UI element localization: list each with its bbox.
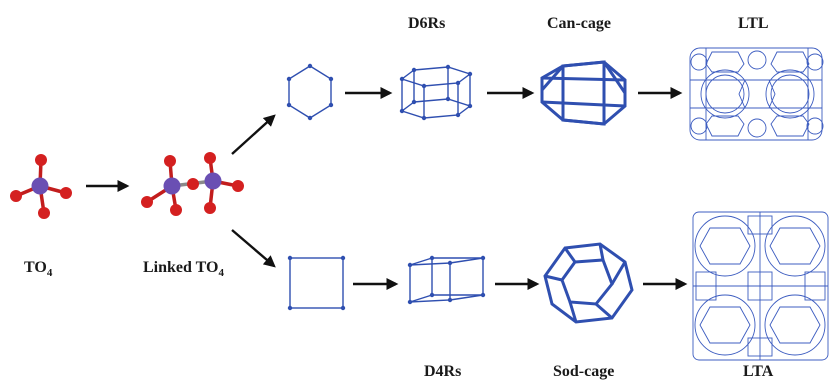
linked-to4-label: Linked TO4 (143, 259, 224, 279)
six-ring (286, 63, 334, 121)
sod-cage-label: Sod-cage (553, 363, 614, 380)
d4rs-label: D4Rs (424, 363, 461, 380)
d4r-cube (407, 255, 486, 305)
ltl-framework (689, 47, 824, 141)
d6rs-label: D6Rs (408, 15, 445, 32)
arrow-linked-to-hexagon (231, 114, 276, 155)
linked-to4-molecule (141, 152, 244, 216)
can-cage (540, 60, 627, 126)
lta-framework (692, 211, 829, 361)
four-ring (287, 255, 346, 311)
lta-label: LTA (743, 363, 774, 380)
to4-label: TO4 (24, 259, 53, 279)
sod-cage (543, 242, 634, 324)
arrow-linked-to-square (231, 229, 276, 268)
ltl-label: LTL (738, 15, 769, 32)
to4-molecule (10, 154, 72, 219)
d6r-prism (399, 64, 473, 121)
can-cage-label: Can-cage (547, 15, 611, 32)
